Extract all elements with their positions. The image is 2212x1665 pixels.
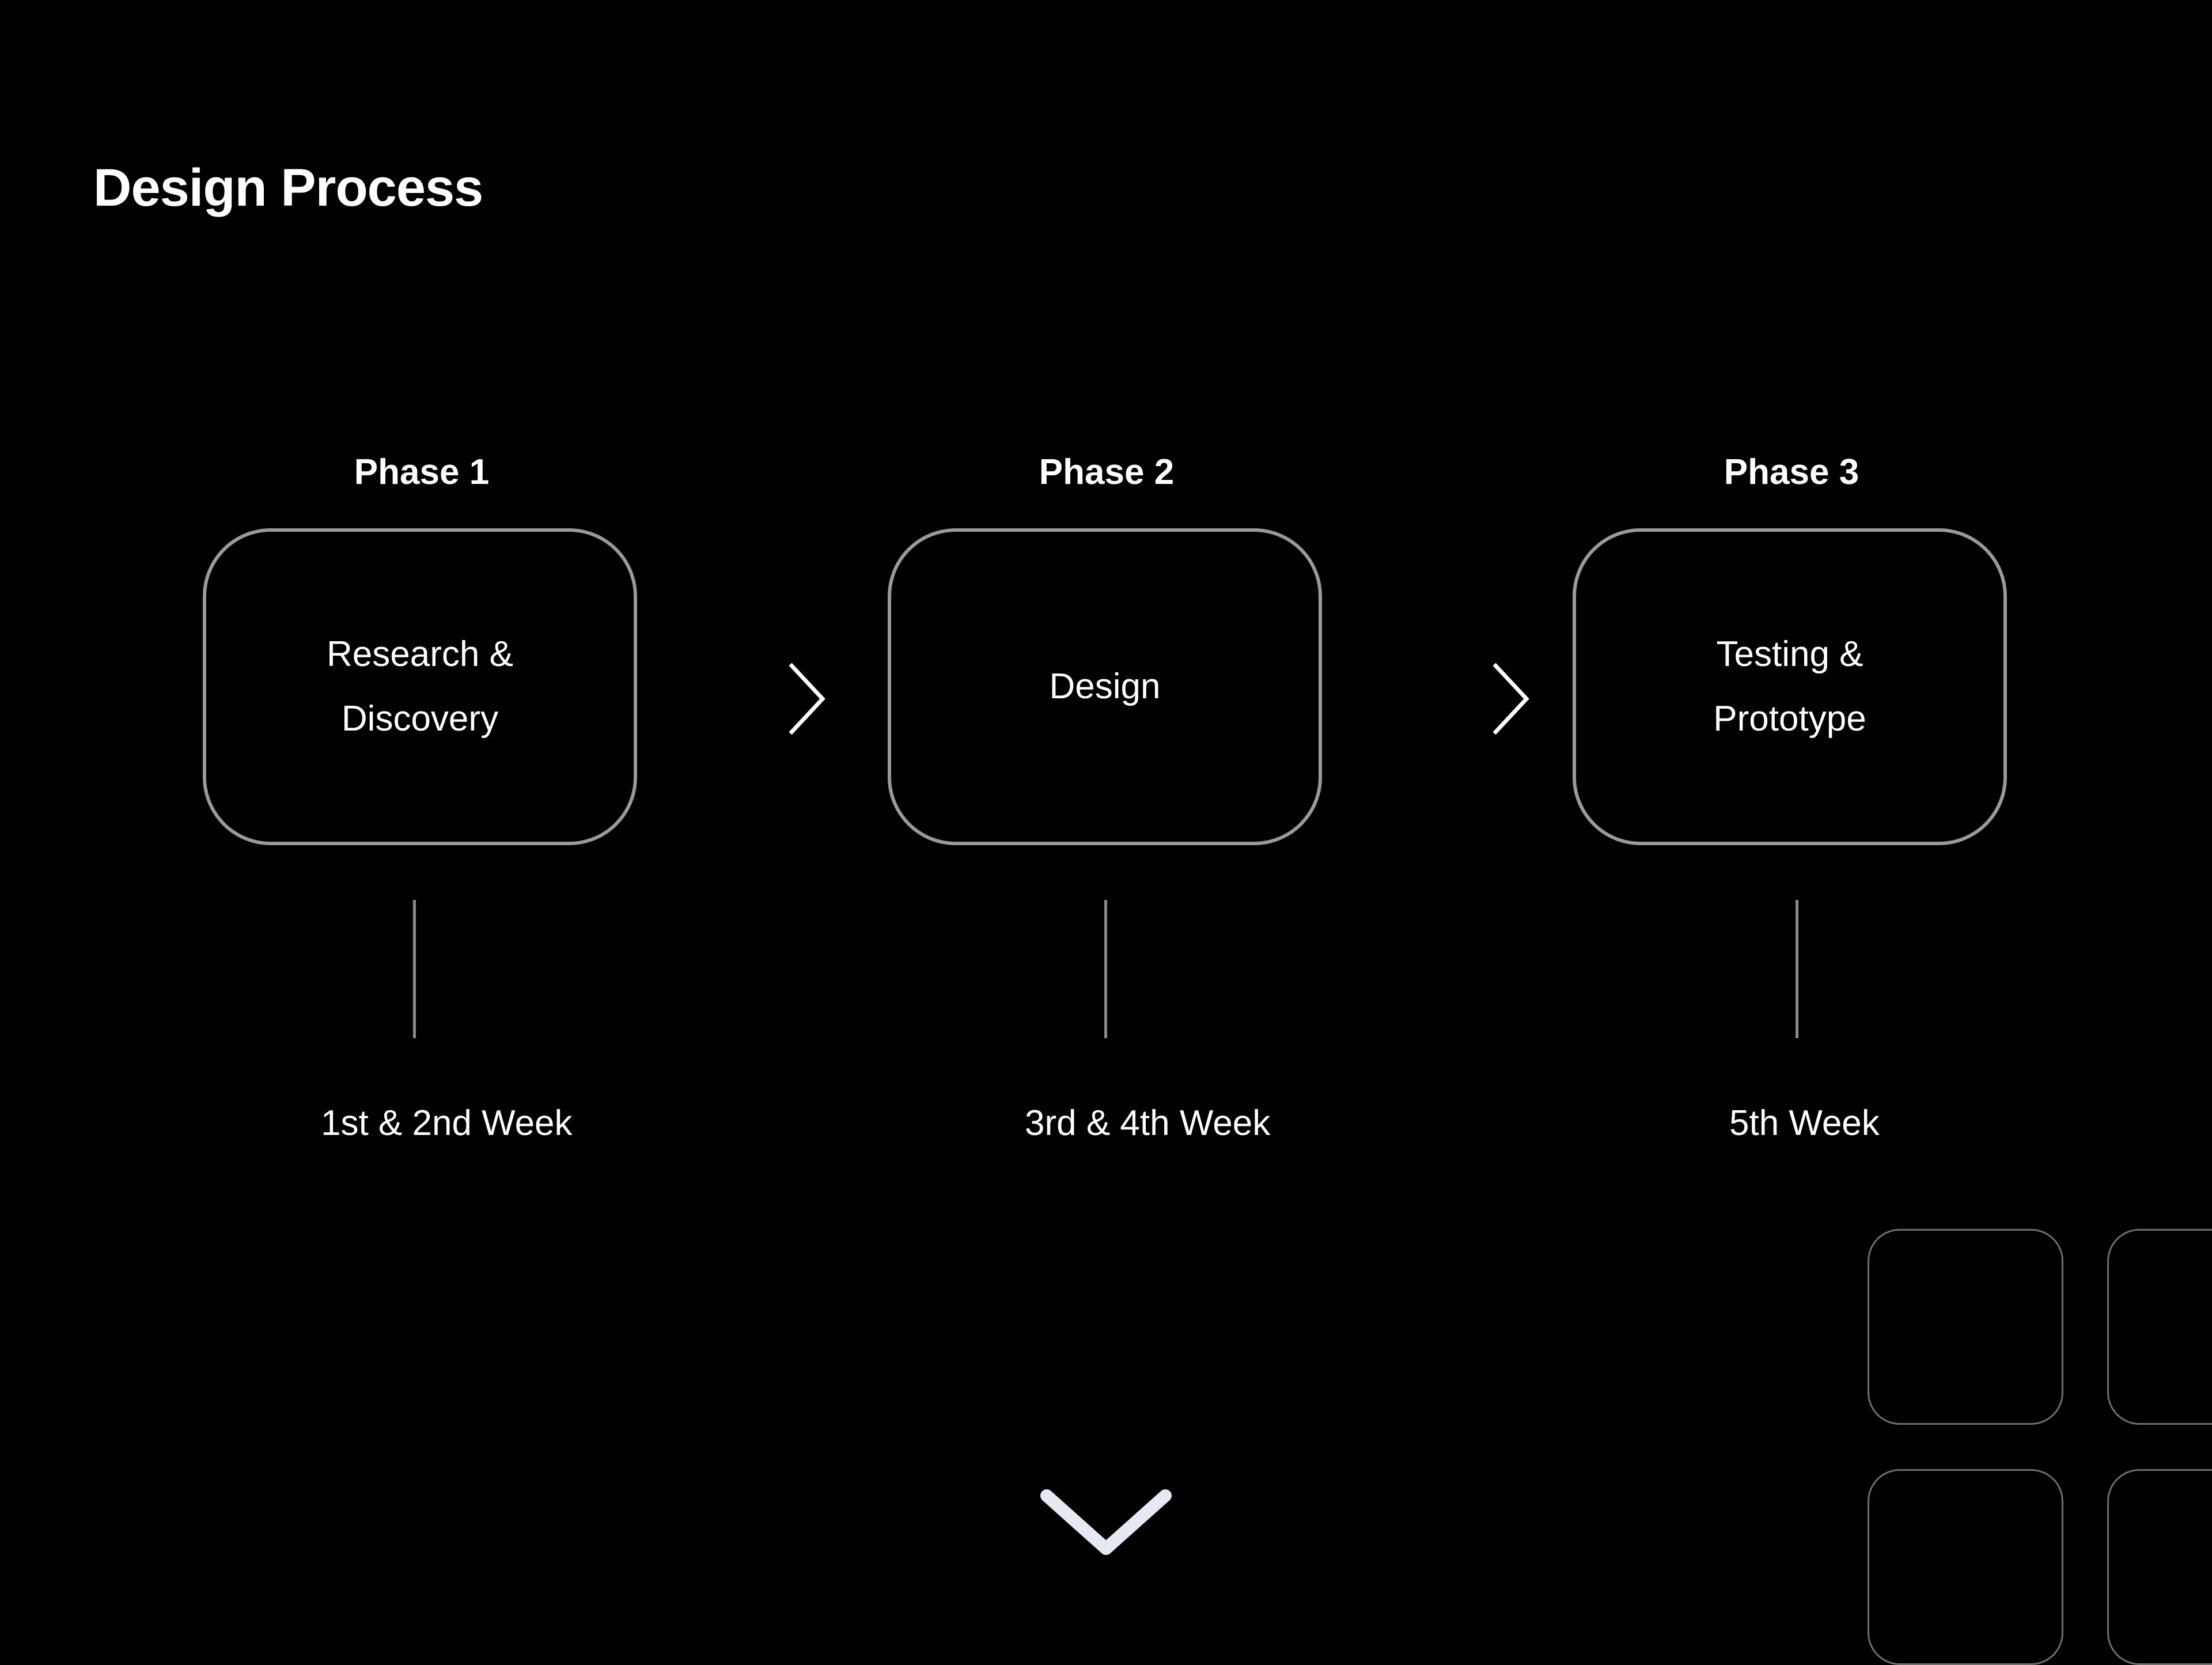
phase-2: Phase 2 Design 3rd & 4th Week xyxy=(888,0,1325,1592)
arrow-right-icon xyxy=(730,663,825,735)
decorative-square xyxy=(1868,1229,2063,1425)
phase-box-text: Testing & Prototype xyxy=(1640,622,1940,751)
week-label: 1st & 2nd Week xyxy=(321,1103,573,1143)
timeline-connector xyxy=(1104,900,1107,1038)
phase-box-text: Research & Discovery xyxy=(270,622,570,751)
arrow-down-icon xyxy=(1040,1337,1172,1555)
phase-box-line: Testing & xyxy=(1716,634,1863,674)
phase-label: Phase 1 xyxy=(354,452,490,492)
week-label: 5th Week xyxy=(1729,1103,1880,1143)
phase-3: Phase 3 Testing & Prototype 5th Week xyxy=(1573,0,2010,1592)
phase-box-text: Design xyxy=(955,654,1255,719)
page-title: Design Process xyxy=(93,158,483,217)
week-label: 3rd & 4th Week xyxy=(1025,1103,1271,1143)
phase-box-line: Discovery xyxy=(341,699,499,739)
phase-box-line: Prototype xyxy=(1713,699,1866,739)
timeline-connector xyxy=(413,900,416,1038)
phase-1: Phase 1 Research & Discovery 1st & 2nd W… xyxy=(203,0,641,1592)
phase-box-line: Design xyxy=(1049,667,1161,706)
phase-box: Testing & Prototype xyxy=(1573,528,2007,845)
decorative-square xyxy=(1868,1469,2063,1665)
phase-box: Research & Discovery xyxy=(203,528,637,845)
phase-box: Design xyxy=(888,528,1322,845)
decorative-square xyxy=(2107,1229,2212,1425)
phase-label: Phase 3 xyxy=(1724,452,1859,492)
decorative-square xyxy=(2107,1469,2212,1665)
phase-label: Phase 2 xyxy=(1039,452,1175,492)
timeline-connector xyxy=(1796,900,1798,1038)
phase-box-line: Research & xyxy=(327,634,513,674)
arrow-right-icon xyxy=(1434,663,1529,735)
